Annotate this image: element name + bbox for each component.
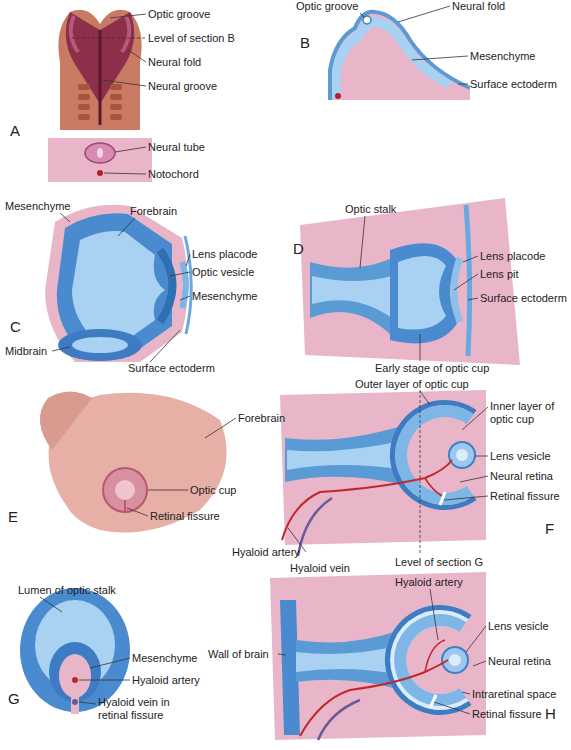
part-label: Retinal fissure [150,510,220,523]
part-label: Surface ectoderm [128,362,215,375]
panel-letter: C [10,318,21,335]
optic-stalk-section [20,588,130,714]
part-label: Notochord [148,168,199,181]
part-label: Outer layer of optic cup [355,378,469,391]
part-label: Neural fold [452,0,505,13]
part-label: Mesenchyme [192,290,257,303]
optic-cup-with-fissure [280,390,486,556]
part-label: Level of section G [395,556,483,569]
part-label: Hyaloid artery [132,674,200,687]
part-label: Optic vesicle [192,266,254,279]
optic-vesicle-view [45,205,191,362]
part-label: Optic stalk [345,203,396,216]
part-label: Forebrain [130,205,177,218]
part-label: Lens placode [192,248,257,261]
part-label: Hyaloid artery [232,546,300,559]
part-label: Inner layer of optic cup [490,400,570,426]
part-label: Mesenchyme [5,200,70,213]
part-label: Neural tube [148,141,205,154]
panel-letter: H [545,705,556,722]
optic-cup-early [300,198,520,365]
part-label: Surface ectoderm [470,78,557,91]
part-label: Hyaloid vein in retinal fissure [98,696,198,722]
part-label: Midbrain [5,345,47,358]
part-label: Surface ectoderm [480,292,567,305]
part-label: Forebrain [238,412,285,425]
part-label: Neural fold [148,56,201,69]
part-label: Lens vesicle [488,620,549,633]
part-label: Optic cup [190,484,236,497]
part-label: Lens placode [480,250,545,263]
part-label: Lens vesicle [490,450,551,463]
part-label: Neural retina [488,655,551,668]
part-label: Neural groove [148,80,217,93]
panel-letter: A [10,122,20,139]
leader-lines [40,6,488,714]
part-label: Intraretinal space [472,688,556,701]
part-label: Hyaloid vein [290,562,350,575]
neural-fold-section [330,12,470,100]
part-label: Retinal fissure [472,708,542,721]
part-label: Lens pit [480,268,519,281]
part-label: Mesenchyme [132,652,197,665]
forebrain-lateral-view [40,392,227,533]
panel-letter: E [8,508,18,525]
part-label: Lumen of optic stalk [18,584,116,597]
part-label: Neural retina [490,470,553,483]
part-label: Early stage of optic cup [375,362,489,375]
part-label: Mesenchyme [470,50,535,63]
embryo-dorsal-view [48,10,152,182]
panel-letter: D [293,240,304,257]
part-label: Wall of brain [208,648,269,661]
panel-letter: B [300,34,310,51]
part-label: Level of section B [148,32,235,45]
panel-letter: F [545,520,554,537]
part-label: Optic groove [148,8,210,21]
optic-cup-late [270,572,486,740]
part-label: Retinal fissure [490,490,560,503]
part-label: Optic groove [296,0,358,13]
panel-letter: G [8,690,20,707]
part-label: Hyaloid artery [395,576,463,589]
